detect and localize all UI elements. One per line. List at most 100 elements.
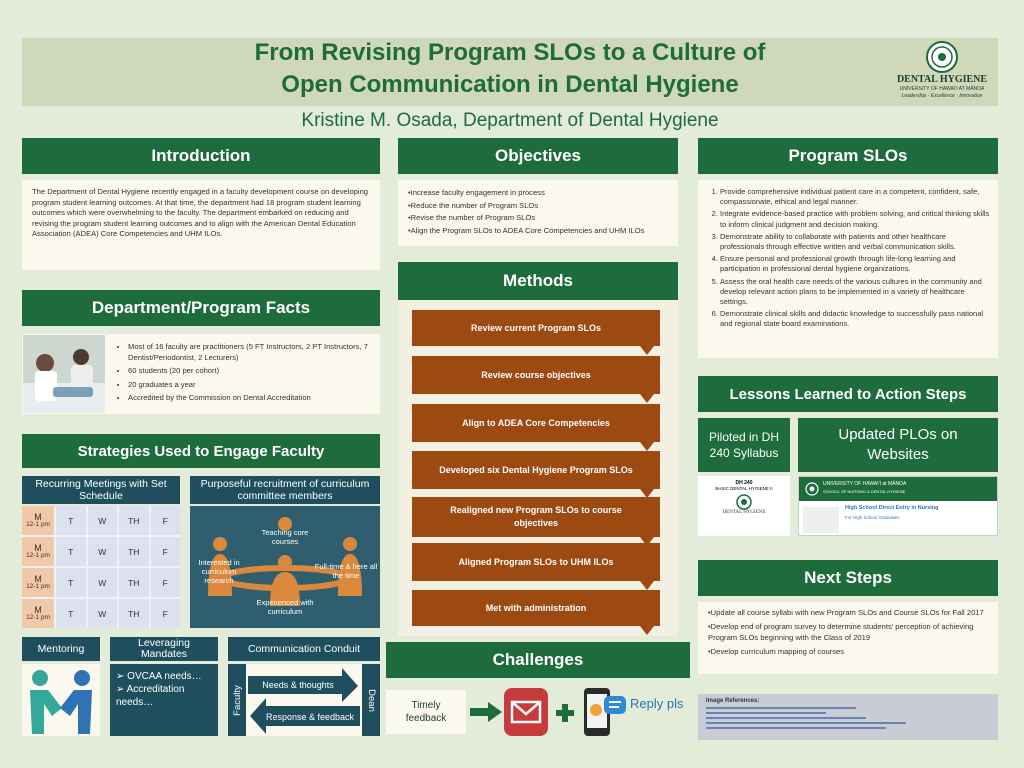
image-references-heading: Image References: [706,698,760,704]
program-slo-item: Demonstrate clinical skills and didactic… [720,309,990,329]
website-seal-icon [805,482,819,496]
syllabus-thumbnail: DH 240 BASIC DENTAL HYGIENE II DENTAL HY… [698,476,790,536]
website-university: UNIVERSITY OF HAWAI'I at MĀNOA [823,481,907,487]
email-icon [504,688,548,736]
image-references-box: Image References: [698,694,998,740]
faculty-label: Faculty [228,664,246,736]
method-step-7: Met with administration [412,590,660,635]
schedule-cell: T [56,506,86,535]
response-feedback-label: Response & feedback [265,712,355,722]
method-step-1: Review current Program SLOs [412,310,660,355]
department-facts-panel: Most of 16 faculty are practitioners (5 … [22,334,380,414]
poster-title-line2: Open Communication in Dental Hygiene [281,71,739,98]
mandates-panel: ➢ OVCAA needs… ➢ Accreditation needs… [110,664,218,736]
strategies-header: Strategies Used to Engage Faculty [22,434,380,468]
team-meeting-illustration [208,517,362,606]
next-step-item: •Develop end of program survey to determ… [708,622,974,642]
objective-item: •Revise the number of Program SLOs [408,213,536,223]
updated-plos-label: Updated PLOs on Websites [798,418,998,472]
method-step-6: Aligned Program SLOs to UHM ILOs [412,543,660,590]
timely-feedback-box: Timely feedback [386,690,466,734]
syllabus-title: BASIC DENTAL HYGIENE II [715,486,773,491]
logo-tagline: Leadership · Excellence · Innovation [901,93,983,99]
introduction-header: Introduction [22,138,380,174]
mentoring-people-icon [30,670,92,734]
needs-thoughts-label: Needs & thoughts [262,680,334,690]
mentoring-title: Mentoring [22,637,100,661]
objectives-header: Objectives [398,138,678,174]
website-banner: UNIVERSITY OF HAWAI'I at MĀNOA SCHOOL OF… [799,477,997,501]
syllabus-seal-icon [736,494,752,510]
recruit-label-experienced: Experienced with curriculum [256,598,314,616]
conduit-panel: Faculty Dean Needs & thoughts Response &… [228,664,380,736]
schedule-cell: T [56,599,86,628]
fact-item: 60 students (20 per cohort) [128,366,382,377]
meetings-title: Recurring Meetings with Set Schedule [22,476,180,504]
next-step-item: •Update all course syllabi with new Prog… [708,608,984,617]
reply-pls-text: Reply pls [630,696,684,711]
program-slo-item: Assess the oral health care needs of the… [720,277,990,308]
logo-university: UNIVERSITY OF HAWAI'I AT MĀNOA [899,86,985,92]
recruitment-diagram: Teaching core courses Interested in curr… [190,506,380,628]
fact-item: Accredited by the Commission on Dental A… [128,393,382,404]
dean-label: Dean [362,664,380,736]
website-school: SCHOOL OF NURSING & DENTAL HYGIENE [823,489,906,494]
schedule-cell: T [56,537,86,566]
conduit-title: Communication Conduit [228,637,380,661]
objective-item: •Increase faculty engagement in process [408,188,545,197]
fact-item: Most of 16 faculty are practitioners (5 … [128,342,382,363]
plus-icon [556,704,574,722]
title-band [22,38,998,106]
introduction-text: The Department of Dental Hygiene recentl… [22,180,380,270]
method-step-3: Align to ADEA Core Competencies [412,404,660,451]
objective-item: •Align the Program SLOs to ADEA Core Com… [408,225,645,235]
schedule-cell: TH [119,537,149,566]
department-facts-header: Department/Program Facts [22,290,380,326]
schedule-cell: TH [119,599,149,628]
logo-name: DENTAL HYGIENE [896,74,988,85]
schedule-cell: F [150,506,180,535]
dental-hygiene-logo: DENTAL HYGIENE UNIVERSITY OF HAWAI'I AT … [888,40,996,106]
method-step-5: Realigned new Program SLOs to course obj… [412,497,660,546]
syllabus-logo-name: DENTAL HYGIENE [722,510,766,515]
program-slo-item: Ensure personal and professional growth … [720,254,990,274]
method-step-2: Review course objectives [412,356,660,403]
challenges-header: Challenges [386,642,690,678]
next-steps-header: Next Steps [698,560,998,596]
website-page-sub: For High School Graduates [845,515,900,520]
schedule-cell: T [56,568,86,597]
website-screenshot: UNIVERSITY OF HAWAI'I at MĀNOA SCHOOL OF… [798,476,998,536]
schedule-cell: F [150,537,180,566]
smartphone-message-icon [584,688,626,736]
schedule-cell: W [87,568,117,597]
author-line: Kristine M. Osada, Department of Dental … [301,110,719,131]
schedule-cell: F [150,568,180,597]
schedule-cell: TH [119,506,149,535]
poster-title-line1: From Revising Program SLOs to a Culture … [254,39,766,66]
fact-item: 20 graduates a year [128,380,382,391]
lessons-header: Lessons Learned to Action Steps [698,376,998,412]
objective-item: •Reduce the number of Program SLOs [408,200,539,210]
program-slos-list: Provide comprehensive individual patient… [698,180,998,358]
schedule-cell: TH [119,568,149,597]
program-slo-item: Provide comprehensive individual patient… [720,187,990,207]
syllabus-code: DH 240 [735,480,753,486]
mandate-item: ➢ Accreditation needs… [116,684,185,708]
recruit-label-fulltime: Full-time & here all the time [314,562,378,580]
recruit-label-teaching: Teaching core courses [261,528,309,546]
communication-arrows-icon [248,668,360,734]
mandate-item: ➢ OVCAA needs… [116,671,202,682]
next-steps-list: •Update all course syllabi with new Prog… [698,602,998,674]
website-page-heading: High School Direct Entry in Nursing [845,505,939,511]
recruit-label-interested: Interested in curriculum research [198,558,240,585]
schedule-cell: W [87,506,117,535]
method-step-4: Developed six Dental Hygiene Program SLO… [412,451,660,498]
program-slo-item: Integrate evidence-based practice with p… [720,209,990,229]
program-slos-header: Program SLOs [698,138,998,174]
recruitment-title: Purposeful recruitment of curriculum com… [190,476,380,504]
university-seal-icon [926,41,958,73]
